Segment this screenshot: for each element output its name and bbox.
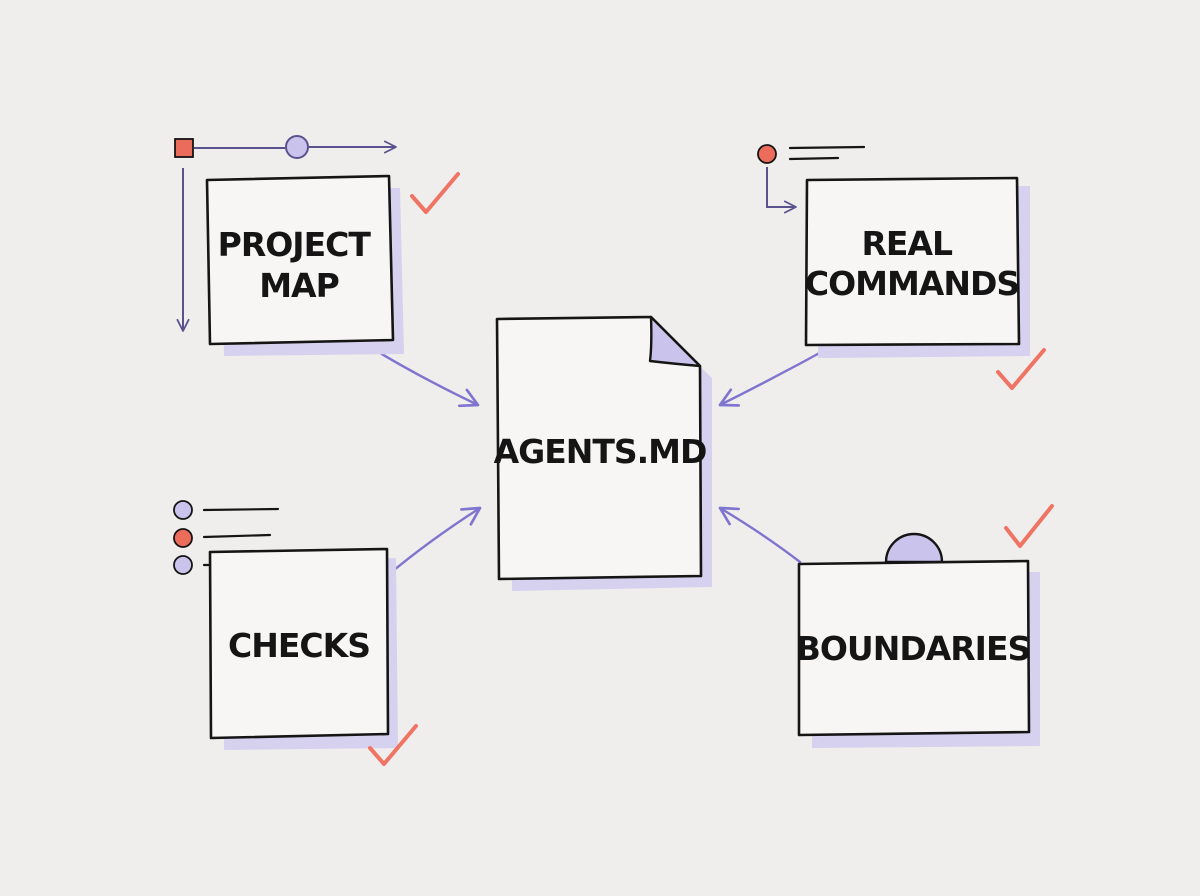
- arrow-boundaries-to-agents: [718, 506, 802, 564]
- knob-icon: [884, 532, 944, 564]
- real-commands-box: [804, 176, 1021, 347]
- flow-diagram-icon: [174, 135, 397, 332]
- checks-box: [208, 547, 390, 740]
- project-map-box: [205, 174, 395, 346]
- real-commands-node: REAL COMMANDS: [757, 144, 1046, 390]
- check-icon: [368, 724, 418, 766]
- boundaries-box: [797, 559, 1031, 737]
- check-icon: [410, 172, 460, 214]
- arrow-checks-to-agents: [386, 506, 482, 577]
- checks-label: CHECKS: [228, 626, 370, 665]
- check-icon: [1004, 504, 1054, 548]
- project-map-node: PROJECT MAP: [174, 135, 460, 356]
- list-icon: [173, 500, 280, 575]
- project-map-label: PROJECT MAP: [218, 225, 381, 305]
- real-commands-label: REAL COMMANDS: [805, 224, 1019, 303]
- document-body: [495, 315, 703, 581]
- agents-md-label: AGENTS.MD: [494, 432, 707, 471]
- folded-corner-icon: [648, 315, 702, 368]
- checks-node: CHECKS: [173, 500, 418, 766]
- boundaries-label: BOUNDARIES: [796, 629, 1031, 668]
- boundaries-node: BOUNDARIES: [796, 504, 1054, 748]
- agents-md-document: AGENTS.MD: [494, 315, 712, 591]
- list-icon: [757, 144, 866, 214]
- check-icon: [996, 348, 1046, 390]
